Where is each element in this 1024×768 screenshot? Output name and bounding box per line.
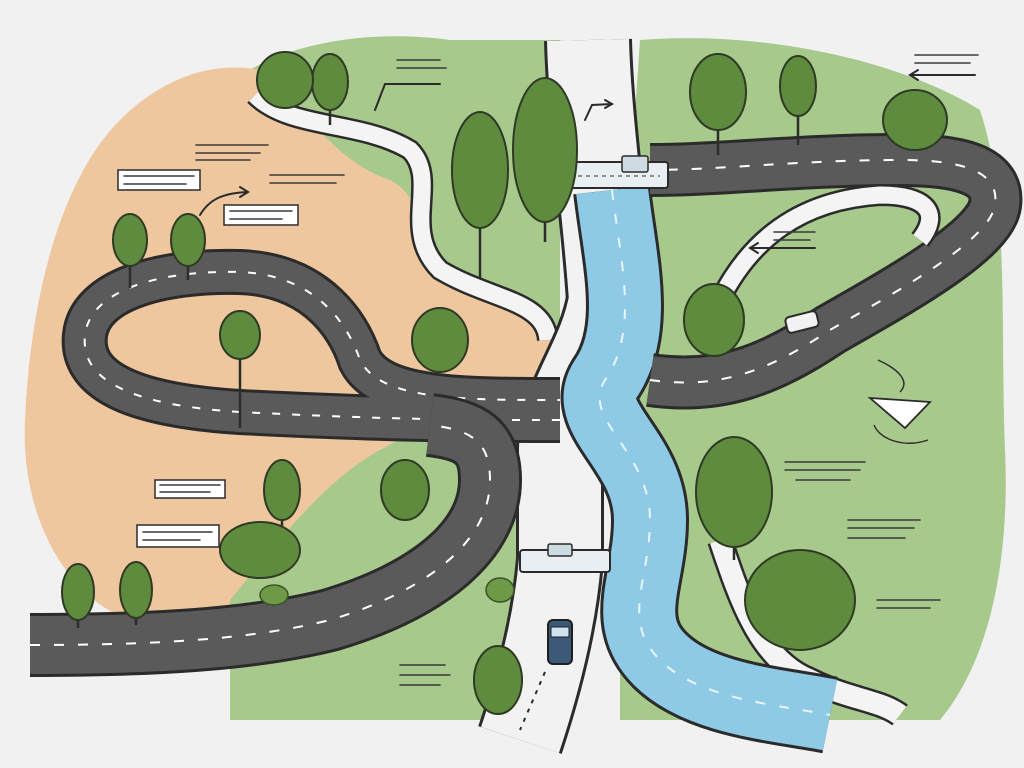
tree bbox=[61, 563, 95, 628]
arrow-icon bbox=[199, 69, 976, 254]
tree bbox=[119, 561, 153, 625]
tree bbox=[683, 283, 745, 357]
scribble-text bbox=[123, 54, 979, 686]
tree bbox=[695, 436, 773, 560]
tree bbox=[779, 55, 817, 145]
tree bbox=[451, 111, 509, 278]
tree bbox=[512, 77, 578, 242]
tree bbox=[311, 53, 349, 125]
road-layer bbox=[29, 132, 1023, 677]
car-icon bbox=[519, 619, 573, 731]
label-box bbox=[117, 169, 201, 191]
river-layer bbox=[560, 185, 838, 754]
bush bbox=[485, 577, 515, 603]
bridge-left bbox=[519, 543, 611, 573]
tree bbox=[689, 53, 747, 155]
tree bbox=[882, 89, 948, 151]
tree bbox=[411, 307, 469, 373]
tree bbox=[380, 459, 430, 521]
tree bbox=[473, 645, 523, 715]
tree bbox=[112, 213, 148, 288]
tree bbox=[219, 521, 301, 579]
bush bbox=[259, 584, 289, 606]
tree bbox=[256, 51, 314, 109]
label-box bbox=[154, 479, 226, 499]
label-box bbox=[223, 204, 299, 226]
tree bbox=[219, 310, 261, 428]
paper-plane-icon bbox=[867, 359, 932, 444]
tree bbox=[170, 213, 206, 280]
trees bbox=[61, 51, 948, 715]
label-box bbox=[136, 524, 220, 548]
tree bbox=[744, 549, 856, 651]
car-right-road bbox=[784, 310, 820, 334]
